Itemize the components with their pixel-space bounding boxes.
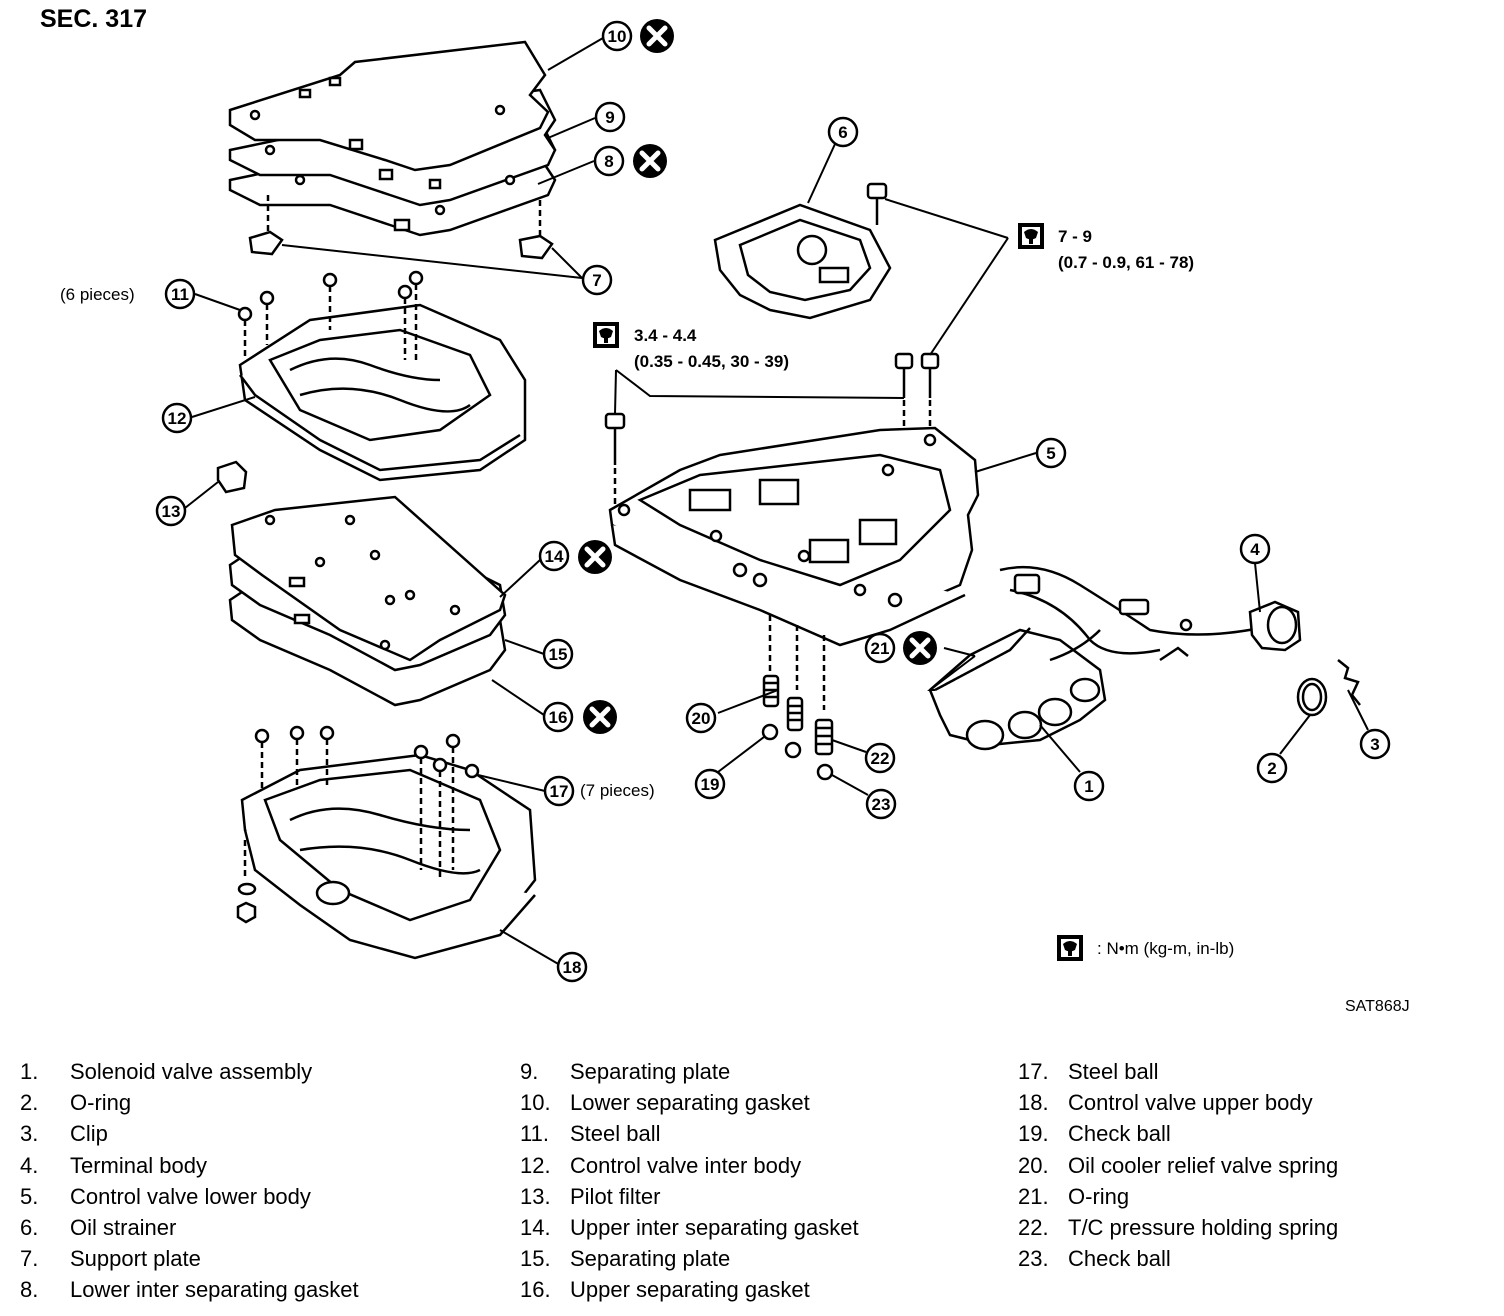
- callout-7: 7: [581, 264, 613, 296]
- callout-2: 2: [1256, 752, 1288, 784]
- callout-1: 1: [1073, 770, 1105, 802]
- leader-lines: [184, 37, 1369, 966]
- callout-14: 14: [538, 540, 570, 572]
- oil-strainer: [713, 203, 892, 320]
- svg-text:2: 2: [1267, 759, 1276, 778]
- callout-3: 3: [1359, 728, 1391, 760]
- torque-wrench-icon: [1018, 223, 1044, 249]
- svg-text:7: 7: [592, 271, 601, 290]
- x-circle-icon: [578, 540, 612, 574]
- callout-23: 23: [865, 788, 897, 820]
- terminal-body: [1248, 600, 1302, 652]
- callout-16: 16: [542, 701, 574, 733]
- exploded-view-diagram: SEC. 317: [40, 5, 1410, 1015]
- torque-wrench-icon: [593, 322, 619, 348]
- svg-text:1: 1: [1084, 777, 1093, 796]
- svg-text:22: 22: [871, 749, 890, 768]
- svg-text:16: 16: [549, 708, 568, 727]
- svg-text:3.4 - 4.4: 3.4 - 4.4: [634, 326, 697, 345]
- callout-13: 13: [155, 495, 187, 527]
- callout-21: 21: [864, 632, 896, 664]
- torque-spec-upper: 7 - 9 (0.7 - 0.9, 61 - 78): [1018, 223, 1194, 272]
- svg-text:10: 10: [608, 27, 627, 46]
- svg-text:23: 23: [872, 795, 891, 814]
- svg-text:(0.7 - 0.9, 61 - 78): (0.7 - 0.9, 61 - 78): [1058, 253, 1194, 272]
- svg-text:9: 9: [605, 108, 614, 127]
- gasket-stack-middle: [228, 495, 507, 707]
- six-pieces-note: (6 pieces): [60, 285, 135, 304]
- x-circle-icon: [903, 631, 937, 665]
- clip-3: [1337, 659, 1361, 706]
- svg-text:13: 13: [162, 502, 181, 521]
- solenoid-valve-assembly: [928, 565, 1261, 751]
- bolts: [604, 182, 940, 510]
- control-valve-upper-body: [236, 725, 537, 960]
- control-valve-inter-body: [237, 270, 527, 482]
- svg-text:15: 15: [549, 645, 568, 664]
- callout-15: 15: [542, 638, 574, 670]
- callout-6: 6: [827, 116, 859, 148]
- parts-legend: 1.Solenoid valve assembly 2.O-ring 3.Cli…: [20, 1059, 1339, 1303]
- callout-18: 18: [556, 951, 588, 983]
- svg-text:8: 8: [604, 152, 613, 171]
- svg-text:4: 4: [1250, 540, 1260, 559]
- pilot-filter: [216, 460, 248, 494]
- svg-text:6: 6: [838, 123, 847, 142]
- callout-19: 19: [694, 768, 726, 800]
- svg-text:19: 19: [701, 775, 720, 794]
- callouts: 10 9 8 7 6 11 12 13 14 15 16 17 18 5 4 2…: [155, 20, 1391, 983]
- svg-text:21: 21: [871, 639, 890, 658]
- torque-wrench-icon: [1057, 935, 1083, 961]
- svg-text:11: 11: [171, 285, 189, 304]
- callout-11: 11: [164, 278, 196, 310]
- callout-22: 22: [864, 742, 896, 774]
- callout-20: 20: [685, 702, 717, 734]
- svg-text:12: 12: [168, 409, 187, 428]
- svg-text:18: 18: [563, 958, 582, 977]
- svg-text:: N•m (kg-m, in-lb): : N•m (kg-m, in-lb): [1097, 939, 1234, 958]
- callout-8: 8: [593, 145, 625, 177]
- svg-text:3: 3: [1370, 735, 1379, 754]
- x-circle-icon: [583, 700, 617, 734]
- callout-12: 12: [161, 402, 193, 434]
- callout-17: 17: [543, 775, 575, 807]
- o-ring-2: [1296, 677, 1328, 717]
- torque-units-key: : N•m (kg-m, in-lb): [1057, 935, 1234, 961]
- svg-text:7 - 9: 7 - 9: [1058, 227, 1092, 246]
- x-circle-icon: [640, 19, 674, 53]
- callout-9: 9: [594, 101, 626, 133]
- support-plates: [248, 195, 554, 260]
- svg-text:17: 17: [550, 782, 569, 801]
- svg-text:20: 20: [692, 709, 711, 728]
- callout-10: 10: [601, 20, 633, 52]
- seven-pieces-note: (7 pieces): [580, 781, 655, 800]
- svg-text:(0.35 - 0.45, 30 - 39): (0.35 - 0.45, 30 - 39): [634, 352, 789, 371]
- svg-text:14: 14: [545, 547, 564, 566]
- torque-spec-lower: 3.4 - 4.4 (0.35 - 0.45, 30 - 39): [593, 322, 789, 371]
- control-valve-lower-body: [608, 426, 980, 710]
- callout-4: 4: [1239, 533, 1271, 565]
- svg-text:5: 5: [1046, 444, 1055, 463]
- section-label: SEC. 317: [40, 5, 147, 33]
- callout-5: 5: [1035, 437, 1067, 469]
- x-circle-icon: [633, 144, 667, 178]
- gasket-stack-top: [228, 40, 557, 237]
- figure-id: SAT868J: [1345, 998, 1410, 1015]
